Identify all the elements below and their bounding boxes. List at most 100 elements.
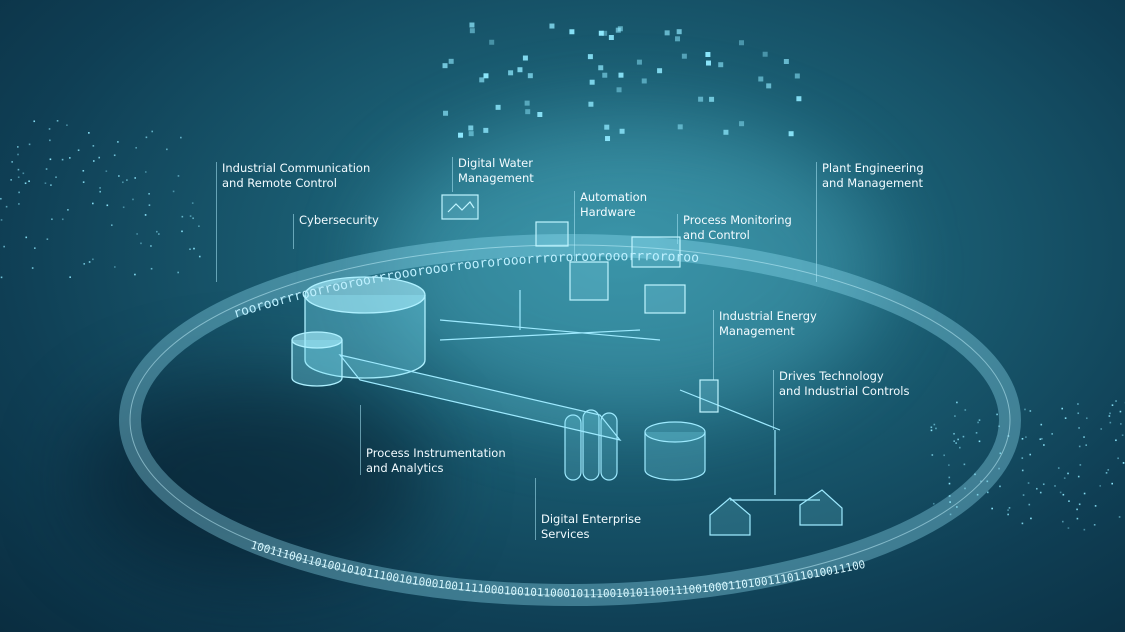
particle [999, 452, 1002, 455]
particle [616, 87, 622, 93]
particle [718, 62, 724, 68]
particle [943, 454, 945, 457]
particle [66, 124, 68, 127]
particle [978, 440, 981, 443]
particle [0, 197, 2, 200]
particle [189, 215, 192, 217]
particle [1039, 491, 1042, 494]
particle [1094, 505, 1097, 507]
particle [181, 230, 183, 233]
leader-line [216, 162, 217, 282]
particle [45, 168, 48, 170]
particle [192, 217, 194, 220]
particle [1007, 513, 1009, 516]
particle [1085, 417, 1088, 420]
particle [140, 242, 142, 245]
particle [1028, 503, 1031, 506]
particle [976, 493, 979, 496]
particle [33, 120, 36, 123]
particle [964, 487, 966, 490]
particle [132, 198, 134, 201]
particle [122, 206, 125, 209]
particle [82, 169, 85, 172]
particle [61, 218, 64, 221]
particle [469, 28, 475, 34]
particle [996, 413, 998, 416]
particle [1077, 412, 1080, 415]
particle [998, 425, 1000, 428]
particle [589, 79, 595, 85]
particle [608, 35, 614, 41]
data-ring-edge [129, 244, 1011, 596]
particle [144, 214, 147, 216]
particle [978, 419, 981, 421]
particle [788, 131, 794, 137]
particle [975, 432, 978, 434]
particle [148, 204, 151, 206]
particle [31, 267, 34, 269]
particle [1078, 503, 1081, 506]
particle [1041, 437, 1043, 440]
particle [1021, 437, 1024, 440]
particle [723, 129, 729, 135]
label-industrial-communication: Industrial Communication and Remote Cont… [222, 161, 371, 190]
particle [1021, 457, 1024, 459]
particle [117, 141, 119, 143]
particle [955, 442, 957, 444]
particle [588, 101, 594, 107]
particle [1040, 423, 1043, 426]
mixing-tank [644, 421, 706, 481]
particle [1077, 403, 1079, 405]
particle [468, 131, 474, 137]
particle [1115, 439, 1117, 442]
label-digital-enterprise: Digital Enterprise Services [541, 512, 642, 541]
particle [118, 175, 120, 177]
particle [1108, 415, 1111, 417]
particle [963, 463, 966, 466]
particle [82, 181, 85, 183]
particle [931, 454, 934, 456]
particle [1117, 457, 1119, 460]
particle [156, 230, 158, 233]
particle [948, 476, 951, 479]
particle [1076, 517, 1079, 520]
particle [598, 30, 604, 36]
particle [549, 23, 555, 29]
particle [50, 184, 52, 186]
particle [1119, 410, 1122, 413]
particle [1029, 410, 1032, 412]
particle [92, 160, 95, 162]
particle [448, 58, 454, 64]
particle [1021, 469, 1024, 472]
particle [598, 65, 604, 71]
particle [77, 149, 80, 152]
particle [681, 53, 687, 59]
particle [126, 179, 128, 181]
particle [17, 146, 19, 148]
particle [92, 202, 94, 205]
label-digital-water-management: Digital Water Management [458, 156, 534, 185]
particle [956, 401, 958, 404]
particle [615, 27, 621, 33]
particle [0, 219, 3, 221]
particle [83, 263, 86, 265]
particle [1027, 482, 1030, 484]
particle [527, 73, 533, 79]
particle [964, 409, 967, 411]
particle [1109, 412, 1111, 415]
particle [468, 125, 474, 131]
particle [783, 58, 789, 64]
particle [766, 83, 772, 89]
particle [17, 153, 19, 156]
particle [135, 146, 137, 149]
label-automation-hardware: Automation Hardware [580, 190, 647, 219]
particle [525, 109, 531, 115]
particle [1093, 524, 1096, 526]
particle [524, 100, 530, 106]
particle [1118, 516, 1121, 518]
particle [172, 190, 175, 193]
devices [441, 194, 719, 413]
particle [738, 40, 744, 46]
particle [587, 54, 593, 60]
particle [56, 120, 59, 122]
